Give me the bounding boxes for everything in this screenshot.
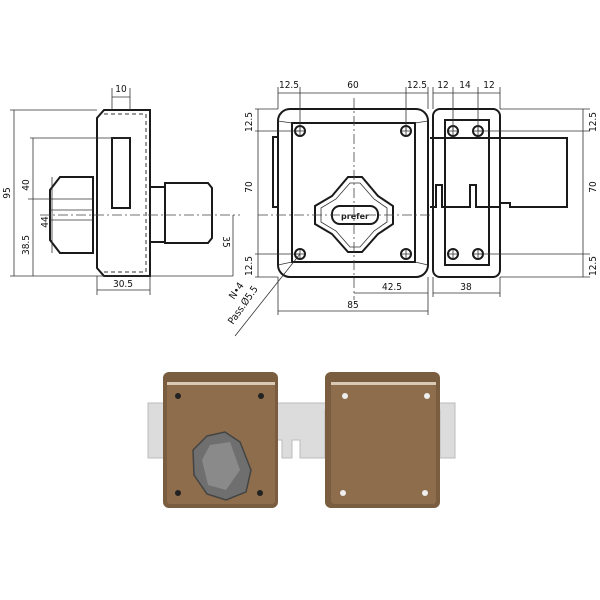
dim-side-top: 10: [115, 84, 127, 95]
dim-keeper-top-left: 12: [437, 80, 448, 91]
side-bolt: [111, 137, 131, 209]
dim-front-left-top: 12.5: [244, 112, 255, 132]
dim-side-depth: 30.5: [113, 279, 133, 290]
keeper-bolt: [430, 137, 568, 208]
dim-front-top-mid: 60: [347, 80, 359, 91]
dim-front-left-mid: 70: [244, 181, 255, 193]
screw-hole-icon: [447, 248, 459, 260]
dim-keeper-top-right: 12: [483, 80, 494, 91]
dim-keeper-width: 38: [460, 282, 472, 293]
dim-keeper-right-mid: 70: [588, 181, 599, 193]
side-knob: [49, 176, 94, 254]
side-cylinder: [164, 182, 213, 244]
side-body-hidden-edge: [104, 113, 147, 273]
keeper-screw-holes: [447, 125, 484, 260]
hole-note-leader: [234, 253, 301, 337]
side-cylinder-collar: [149, 186, 166, 243]
knob-logo: prefer: [341, 212, 369, 221]
dim-front-width: 85: [347, 300, 358, 311]
side-body: [96, 109, 151, 277]
dim-front-top-right: 12.5: [407, 80, 427, 91]
dim-front-top-left: 12.5: [279, 80, 299, 91]
dim-keeper-right-bottom: 12.5: [588, 256, 599, 276]
dim-front-center: 42.5: [382, 282, 402, 293]
dim-side-height: 95: [2, 187, 13, 198]
front-side-tab: [272, 136, 279, 208]
dim-side-knob: 44: [40, 216, 51, 228]
keeper-view: 12 14 12 12.5 70 12.5 38: [430, 80, 599, 297]
screw-holes: [294, 125, 412, 260]
keeper-inner: [444, 119, 490, 266]
dim-keeper-right-top: 12.5: [588, 112, 599, 132]
product-photo: [147, 372, 456, 508]
screw-hole-icon: [400, 248, 412, 260]
front-inner-plate: [291, 122, 416, 263]
keeper-body: [432, 108, 501, 278]
dim-side-lower: 38.5: [21, 235, 32, 255]
dim-side-cylinder: 35: [220, 236, 231, 247]
front-view: prefer 12.5 60 12.5 12.5 70 12.5 42.5 85…: [226, 80, 430, 337]
side-view: 10 95 40 38.5 44 30.5 35: [2, 84, 240, 295]
dim-keeper-top-mid: 14: [459, 80, 471, 91]
dim-side-upper: 40: [21, 179, 32, 191]
dim-front-left-bottom: 12.5: [244, 256, 255, 276]
